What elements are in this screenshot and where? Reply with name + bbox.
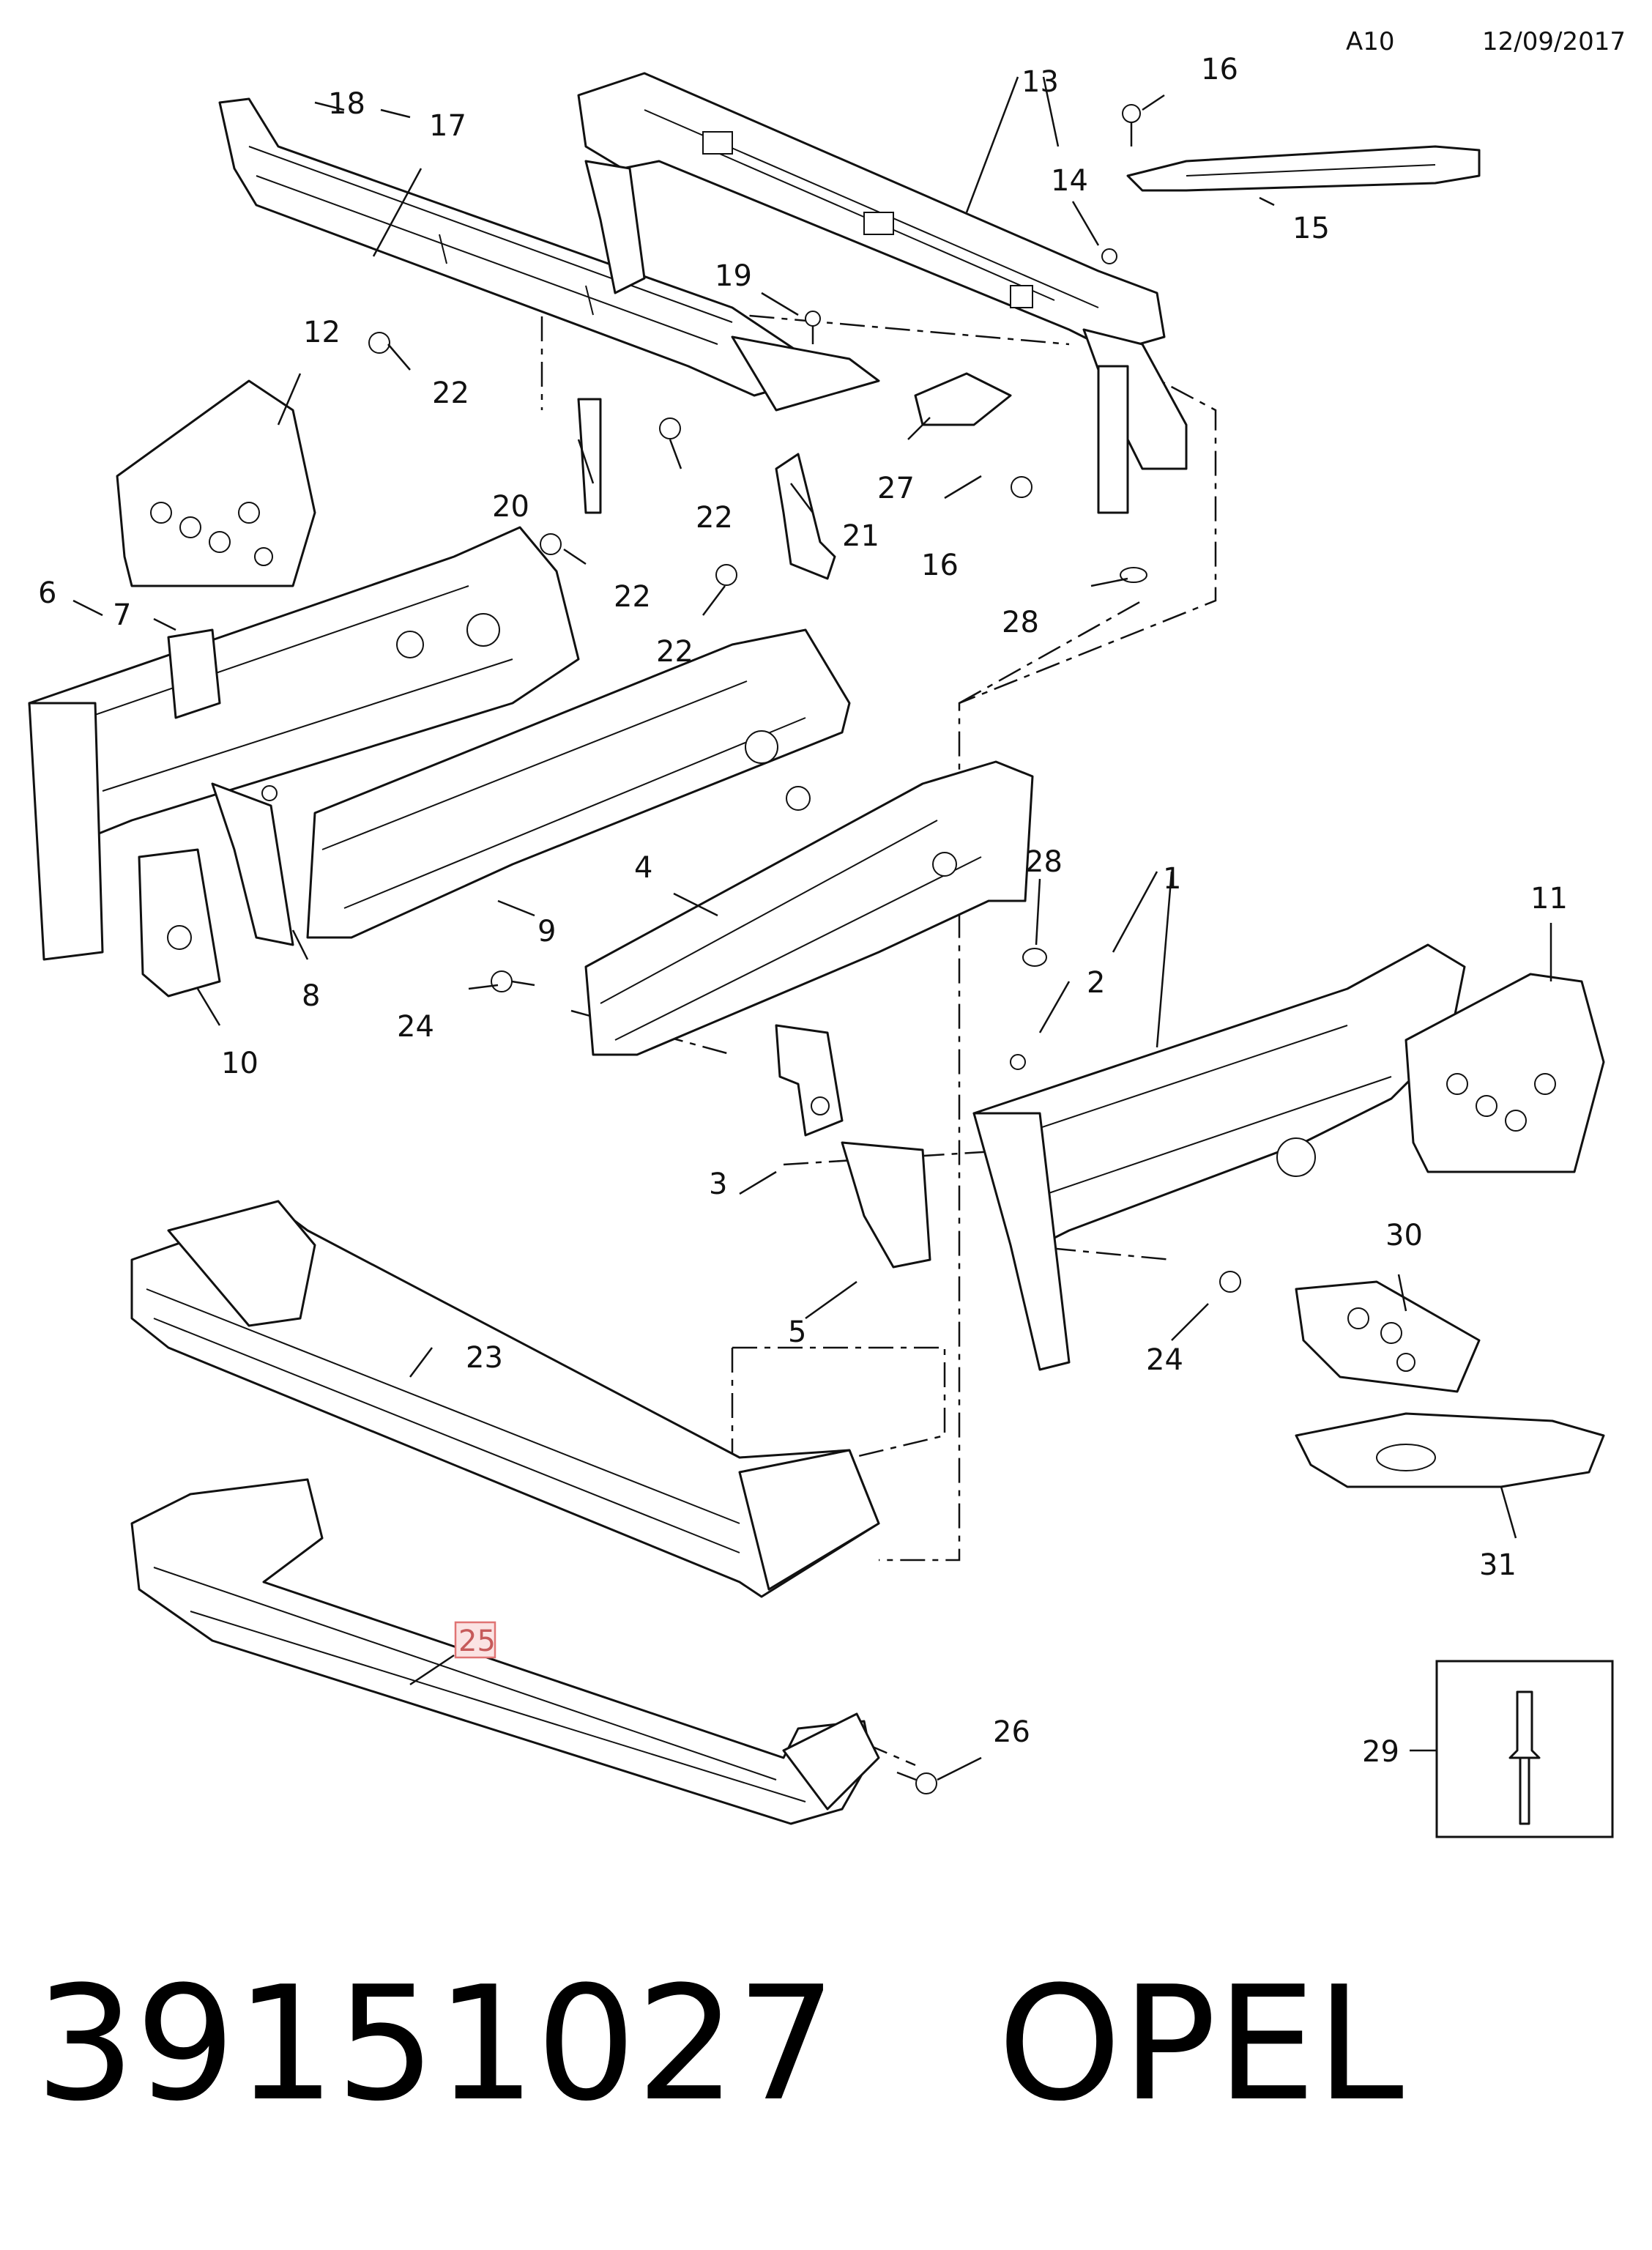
part-23-bumper-beam bbox=[130, 1200, 880, 1598]
callout-29: 29 bbox=[1362, 1735, 1399, 1769]
leader-lines bbox=[72, 76, 1552, 1781]
part-25-deflector bbox=[130, 1478, 880, 1825]
part-12-plate bbox=[116, 379, 316, 587]
callout-10: 10 bbox=[221, 1047, 258, 1080]
callout-22-a: 22 bbox=[432, 376, 469, 410]
part-4-inner-rail bbox=[584, 760, 1034, 1056]
callout-30: 30 bbox=[1385, 1219, 1423, 1252]
callout-28-mid: 28 bbox=[1025, 845, 1063, 879]
small-brackets bbox=[577, 372, 1012, 580]
callout-23: 23 bbox=[466, 1341, 503, 1375]
callout-24-b: 24 bbox=[1146, 1343, 1183, 1377]
callout-21: 21 bbox=[842, 519, 879, 553]
callout-31: 31 bbox=[1479, 1548, 1517, 1582]
callout-3: 3 bbox=[709, 1167, 727, 1201]
part-6-left-rail bbox=[28, 526, 580, 961]
callout-12: 12 bbox=[303, 316, 341, 349]
diagram-date: 12/09/2017 bbox=[1482, 27, 1626, 56]
sheet-code: A10 bbox=[1346, 27, 1395, 56]
highlight-box bbox=[454, 1621, 496, 1659]
callout-6: 6 bbox=[38, 576, 56, 610]
callout-25-highlighted: 25 bbox=[458, 1625, 496, 1658]
part-13-radiator-support bbox=[577, 72, 1188, 514]
brand-name: OPEL bbox=[997, 1951, 1404, 2136]
fasteners bbox=[261, 104, 1241, 1794]
callout-16-mid: 16 bbox=[921, 549, 959, 582]
callout-7: 7 bbox=[113, 598, 131, 632]
callout-17: 17 bbox=[429, 109, 466, 143]
part-1-right-rail bbox=[972, 943, 1466, 1371]
parts-3-5-brackets bbox=[775, 1024, 931, 1269]
callout-19: 19 bbox=[715, 259, 752, 293]
callout-16-top: 16 bbox=[1201, 53, 1238, 86]
parts-8-10-brackets bbox=[138, 782, 294, 998]
part-29-inset bbox=[1435, 1660, 1614, 1838]
part-number: 39151027 bbox=[35, 1951, 837, 2136]
callout-24-a: 24 bbox=[397, 1010, 434, 1044]
callout-1: 1 bbox=[1163, 862, 1181, 896]
part-11-plate bbox=[1404, 973, 1605, 1173]
callout-28-top: 28 bbox=[1002, 606, 1039, 639]
part-9-center-rail bbox=[306, 628, 851, 939]
callout-2: 2 bbox=[1087, 966, 1105, 1000]
part-17-upper-tie-bar bbox=[218, 97, 880, 412]
footer: 39151027 OPEL bbox=[35, 1948, 1631, 2139]
callout-26: 26 bbox=[993, 1715, 1030, 1749]
callout-22-d: 22 bbox=[656, 635, 693, 669]
callout-5: 5 bbox=[788, 1315, 806, 1349]
part-15-brace bbox=[1126, 145, 1481, 192]
callout-27: 27 bbox=[877, 472, 915, 505]
callout-13: 13 bbox=[1022, 65, 1059, 99]
callout-22-c: 22 bbox=[614, 580, 651, 614]
callout-15: 15 bbox=[1292, 212, 1330, 245]
callout-22-b: 22 bbox=[696, 501, 733, 535]
callout-4: 4 bbox=[634, 851, 652, 885]
parts-30-31-plates bbox=[1295, 1280, 1605, 1488]
callout-18: 18 bbox=[328, 87, 365, 121]
callout-8: 8 bbox=[302, 979, 320, 1013]
callout-11: 11 bbox=[1530, 882, 1568, 916]
callout-9: 9 bbox=[537, 915, 556, 948]
callout-14: 14 bbox=[1051, 164, 1088, 198]
callout-20: 20 bbox=[492, 490, 529, 524]
callout-labels: 13 16 18 17 14 15 19 12 22 20 22 21 27 1… bbox=[38, 53, 1568, 1769]
